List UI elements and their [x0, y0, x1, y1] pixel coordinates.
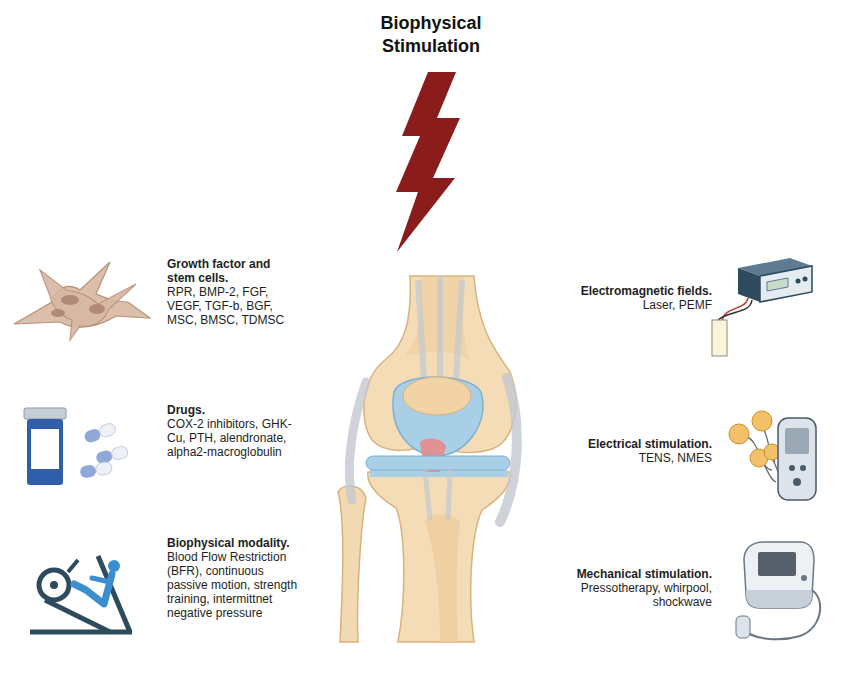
knee-illustration — [368, 472, 510, 642]
group-items: TENS, NMES — [552, 451, 712, 465]
group-heading: Growth factor and stem cells. — [167, 257, 285, 285]
tens-device-icon — [785, 428, 809, 454]
group-items: Blood Flow Restriction (BFR), continuous… — [167, 550, 299, 620]
tens-device-icon — [729, 424, 749, 444]
tens-device-icon — [800, 465, 806, 471]
pill-bottle-icon — [83, 427, 102, 444]
knee-illustration — [500, 378, 517, 522]
pemf-device-icon — [718, 300, 752, 320]
tens-device-icon — [789, 465, 795, 471]
stem-cell-icon — [14, 262, 150, 340]
leg-press-icon — [30, 630, 132, 635]
pill-bottle-icon — [24, 408, 66, 419]
knee-illustration — [366, 456, 510, 470]
pill-bottle-icon — [95, 445, 129, 465]
shockwave-device-icon — [758, 552, 796, 576]
pemf-device-icon — [767, 278, 788, 291]
stem-cell-icon — [51, 309, 65, 317]
group-heading: Mechanical stimulation. — [542, 567, 712, 581]
shockwave-device-icon — [801, 575, 807, 581]
pemf-device-icon — [796, 279, 801, 284]
knee-illustration — [338, 276, 517, 642]
leg-press-icon — [108, 560, 120, 572]
stem-cell-icon — [40, 270, 136, 340]
knee-illustration — [349, 382, 366, 500]
shockwave-device-icon — [736, 542, 820, 639]
leg-press-icon — [50, 581, 58, 589]
pill-bottle-icon — [79, 461, 113, 478]
group-heading: Biophysical modality. — [167, 536, 307, 550]
diagram-title: Biophysical Stimulation — [366, 12, 496, 58]
pemf-device-icon — [712, 320, 727, 356]
leg-press-icon — [30, 556, 132, 632]
shockwave-device-icon — [742, 590, 820, 639]
group-items: Laser, PEMF — [552, 298, 712, 312]
tens-device-icon — [793, 478, 801, 486]
pemf-device-icon — [760, 266, 812, 302]
knee-illustration — [425, 514, 460, 642]
knee-illustration — [418, 276, 462, 378]
leg-press-icon — [98, 556, 130, 632]
pill-bottle-icon — [95, 461, 113, 476]
knee-illustration — [425, 470, 450, 520]
pill-bottle-icon — [31, 429, 59, 469]
leg-press-icon — [92, 578, 110, 582]
lightning-bolt — [396, 72, 460, 252]
pemf-device-icon — [738, 268, 760, 302]
tens-device-icon — [778, 418, 816, 500]
pill-bottle-icon — [83, 422, 117, 444]
tens-device-icon — [729, 411, 816, 500]
pill-bottle-icon — [110, 445, 129, 461]
pill-bottle-icon — [24, 408, 129, 485]
pill-bottle-icon — [79, 464, 97, 479]
stem-cell-icon — [61, 295, 79, 305]
knee-illustration — [338, 486, 366, 642]
leg-press-icon — [68, 560, 78, 572]
leg-press-icon — [74, 574, 112, 604]
group-heading: Drugs. — [167, 403, 297, 417]
knee-illustration — [403, 377, 471, 415]
leg-press-icon — [39, 570, 69, 600]
group-items: Pressotherapy, whirpool, shockwave — [570, 581, 712, 609]
group-heading: Electrical stimulation. — [542, 437, 712, 451]
pill-bottle-icon — [98, 422, 117, 439]
pemf-device-icon — [712, 258, 812, 356]
pill-bottle-icon — [27, 419, 63, 485]
group-heading: Electromagnetic fields. — [542, 284, 712, 298]
lightning-bolt — [396, 72, 460, 252]
shockwave-device-icon — [744, 542, 814, 608]
shockwave-device-icon — [736, 616, 750, 638]
group-items: RPR, BMP-2, FGF, VEGF, TGF-b, BGF, MSC, … — [167, 285, 291, 327]
pemf-device-icon — [803, 277, 808, 282]
group-items: COX-2 inhibitors, GHK-Cu, PTH, alendrona… — [167, 417, 301, 459]
tens-device-icon — [752, 411, 772, 431]
shockwave-device-icon — [746, 590, 812, 608]
stem-cell-icon — [89, 304, 105, 314]
